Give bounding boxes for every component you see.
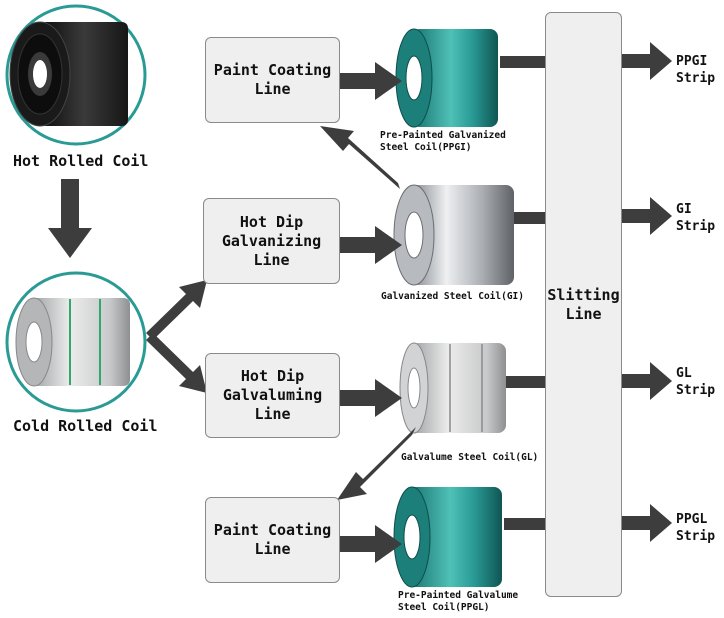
arrow-cold-to-galvaluming	[146, 333, 207, 393]
arrow-galvaluming-to-gl	[340, 379, 402, 417]
slitting-line: Slitting Line	[545, 12, 622, 597]
ppgi-strip-label: PPGI Strip	[676, 54, 716, 86]
cold-rolled-coil-image	[5, 271, 147, 413]
arrow-gl-to-slitting	[506, 376, 546, 388]
gi-strip-label: GI Strip	[676, 202, 716, 234]
paint-coating-line-top: Paint Coating Line	[205, 37, 340, 123]
gl-coil-image	[399, 342, 506, 434]
hot-dip-galvanizing-line: Hot Dip Galvanizing Line	[203, 198, 340, 284]
arrow-hot-to-cold	[48, 179, 92, 258]
ppgi-coil-image	[395, 28, 498, 128]
cold-rolled-coil-label: Cold Rolled Coil	[13, 417, 158, 435]
gi-coil-image	[393, 184, 514, 286]
arrow-galvanizing-to-gi	[340, 226, 402, 264]
arrow-slitting-to-gi	[622, 197, 672, 235]
ppgl-coil-label: Pre-Painted Galvalume Steel Coil(PPGL)	[398, 590, 519, 613]
arrow-slitting-to-ppgi	[622, 42, 672, 80]
ppgl-strip-label: PPGL Strip	[676, 512, 716, 544]
gi-coil-label: Galvanized Steel Coil(GI)	[381, 291, 524, 302]
arrow-slitting-to-gl	[622, 362, 672, 400]
arrow-cold-to-galvanizing	[146, 280, 207, 340]
hot-rolled-coil-image	[5, 4, 147, 146]
arrow-ppgl-to-slitting	[504, 518, 546, 530]
paint-coating-line-bottom: Paint Coating Line	[205, 497, 340, 583]
arrow-paint-to-ppgi	[340, 62, 402, 100]
arrow-gi-to-paint-top	[320, 126, 400, 189]
hot-dip-galvaluming-line: Hot Dip Galvaluming Line	[205, 353, 340, 438]
gl-coil-label: Galvalume Steel Coil(GL)	[401, 452, 539, 463]
gl-strip-label: GL Strip	[676, 366, 716, 398]
arrow-gi-to-slitting	[514, 212, 546, 224]
arrow-slitting-to-ppgl	[622, 504, 672, 542]
hot-rolled-coil-label: Hot Rolled Coil	[13, 152, 149, 170]
ppgl-coil-image	[393, 486, 502, 588]
ppgi-coil-label: Pre-Painted Galvanized Steel Coil(PPGI)	[380, 130, 506, 153]
arrow-paint-to-ppgl	[340, 525, 402, 563]
arrow-ppgi-to-slitting	[500, 56, 546, 68]
arrow-gl-to-paint-bottom	[337, 427, 416, 500]
